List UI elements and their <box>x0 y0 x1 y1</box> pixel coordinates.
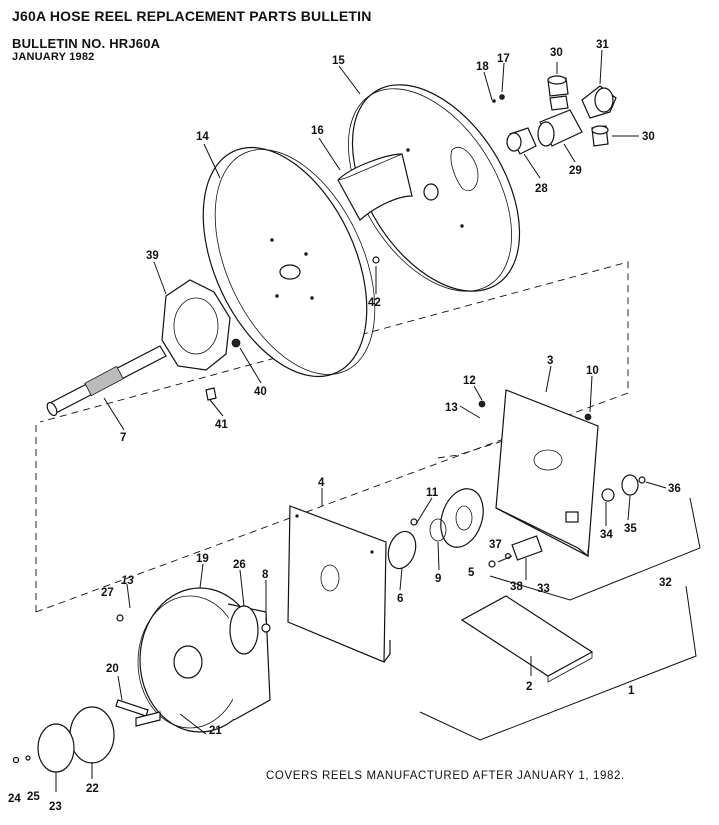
part-label-28: 28 <box>535 183 548 195</box>
bulletin-date: JANUARY 1982 <box>12 51 95 63</box>
bearing-6 <box>387 530 417 570</box>
clip-21 <box>135 711 161 727</box>
bearing-5 <box>440 488 484 548</box>
assembly-guide-line-right <box>437 439 507 459</box>
drum-hub-39 <box>161 279 231 371</box>
block-33 <box>511 535 543 561</box>
flange-disc-15 <box>348 84 521 292</box>
part-label-30b: 30 <box>642 131 655 143</box>
part-label-24: 24 <box>8 793 21 805</box>
nut-11 <box>410 518 418 526</box>
part-label-37: 37 <box>489 539 502 551</box>
washer-35 <box>621 474 639 496</box>
part-label-30a: 30 <box>550 47 563 59</box>
mounting-bracket-3 <box>478 389 599 558</box>
part-label-12: 12 <box>463 375 476 387</box>
part-label-5: 5 <box>468 567 475 579</box>
part-label-15: 15 <box>332 55 345 67</box>
part-label-20: 20 <box>106 663 119 675</box>
part-label-32: 32 <box>659 577 672 589</box>
gear-26 <box>229 605 259 655</box>
bulletin-number: BULLETIN NO. HRJ60A <box>12 36 161 51</box>
screw-24 <box>12 756 20 764</box>
part-label-8: 8 <box>262 569 269 581</box>
spring-20 <box>115 699 149 717</box>
part-label-34: 34 <box>600 529 613 541</box>
part-label-3: 3 <box>547 355 553 367</box>
part-label-40: 40 <box>254 386 267 398</box>
part-label-26: 26 <box>233 559 246 571</box>
hose-guard-16 <box>337 153 413 221</box>
assembly-bracket-32 <box>489 497 701 601</box>
part-label-36: 36 <box>668 483 681 495</box>
part-label-22: 22 <box>86 783 99 795</box>
spring-34 <box>601 488 615 502</box>
part-label-21: 21 <box>209 725 222 737</box>
part-label-39: 39 <box>146 250 159 262</box>
flange-disc-14 <box>202 146 376 378</box>
part-label-7: 7 <box>120 432 126 444</box>
washer-25 <box>25 755 31 761</box>
part-label-13a: 13 <box>445 402 458 414</box>
screw-17 <box>499 94 505 100</box>
part-label-27: 27 <box>101 587 114 599</box>
part-label-10: 10 <box>586 365 599 377</box>
part-label-2: 2 <box>526 681 532 693</box>
part-label-16: 16 <box>311 125 324 137</box>
part-label-13b: 13 <box>121 575 134 587</box>
screw-37 <box>488 560 496 568</box>
part-label-19: 19 <box>196 553 209 565</box>
screw-27 <box>116 614 124 622</box>
base-plate-2 <box>460 595 594 677</box>
part-label-9: 9 <box>435 573 441 585</box>
part-label-38: 38 <box>510 581 523 593</box>
coverage-note: COVERS REELS MANUFACTURED AFTER JANUARY … <box>266 770 625 782</box>
part-label-35: 35 <box>624 523 637 535</box>
nut-8 <box>261 623 271 633</box>
fittings-28-31 <box>506 75 617 155</box>
leader-lines <box>55 49 667 792</box>
cover-22 <box>69 706 115 764</box>
part-label-11: 11 <box>426 487 439 499</box>
bulletin-title: J60A HOSE REEL REPLACEMENT PARTS BULLETI… <box>12 8 372 24</box>
screw-36 <box>638 476 646 484</box>
part-label-18: 18 <box>476 61 489 73</box>
assembly-bracket-1 <box>419 585 697 741</box>
side-frame-plate-4 <box>287 505 391 663</box>
part-label-29: 29 <box>569 165 582 177</box>
cover-23 <box>37 723 75 773</box>
part-label-14: 14 <box>196 131 209 143</box>
washer-18 <box>492 99 496 103</box>
part-label-25: 25 <box>27 791 40 803</box>
part-label-31: 31 <box>596 39 609 51</box>
part-label-1: 1 <box>628 685 635 697</box>
bolt-41 <box>205 387 217 401</box>
part-label-6: 6 <box>397 593 403 605</box>
part-label-41: 41 <box>215 419 228 431</box>
part-label-42: 42 <box>368 297 381 309</box>
part-label-4: 4 <box>318 477 325 489</box>
shaft-7 <box>46 345 167 417</box>
part-label-33: 33 <box>537 583 550 595</box>
ring-9 <box>429 518 447 542</box>
part-label-23: 23 <box>49 801 62 813</box>
assembly-guide-line <box>35 261 629 613</box>
nut-42 <box>372 256 380 264</box>
part-label-17: 17 <box>497 53 510 65</box>
